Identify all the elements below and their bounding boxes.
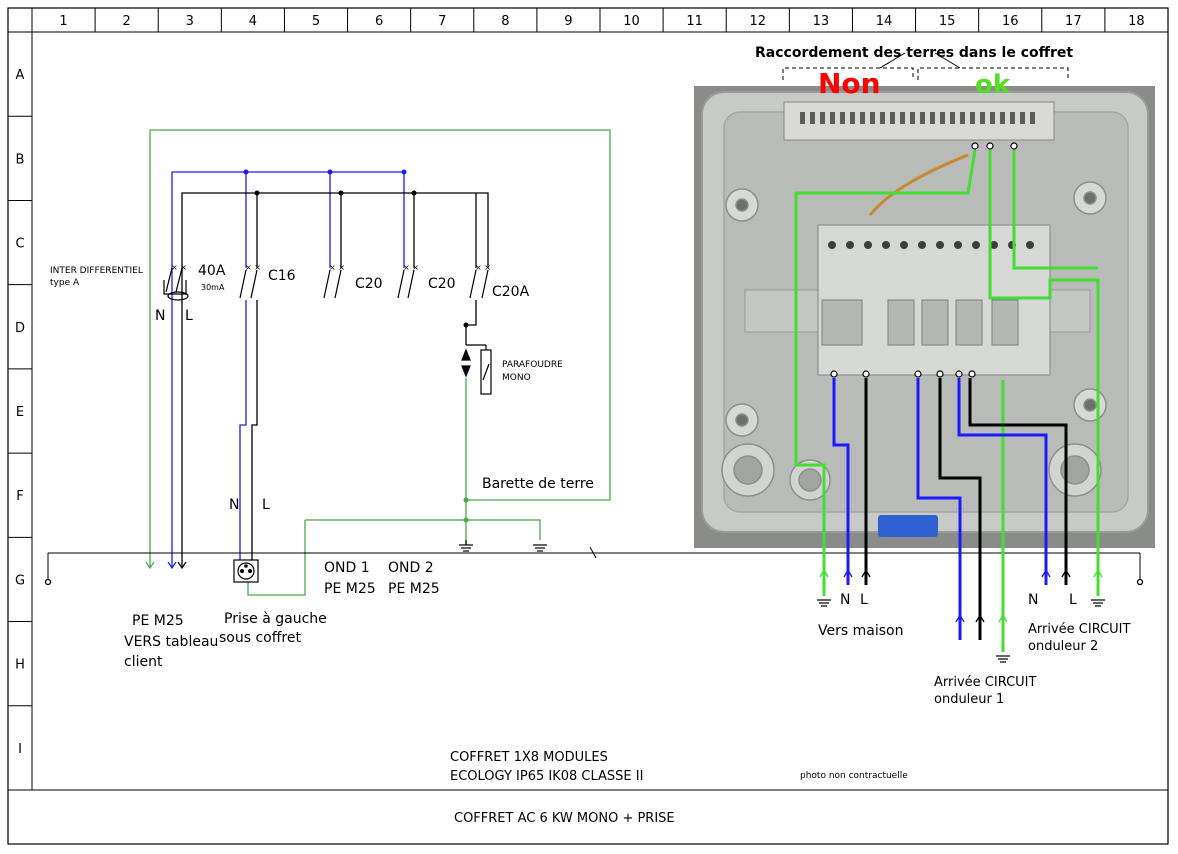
vers-maison-label: Vers maison [818, 623, 903, 639]
column-number: 5 [312, 14, 320, 29]
ond2-label: OND 2 [388, 560, 434, 576]
column-number: 7 [438, 14, 446, 29]
photo-labels: Raccordement des terres dans le coffret … [755, 45, 1131, 781]
footer: COFFRET 1X8 MODULES ECOLOGY IP65 IK08 CL… [450, 750, 675, 826]
cable-glands [721, 443, 1102, 501]
earth-prise-wire [247, 520, 306, 596]
barette-label: Barette de terre [482, 476, 594, 492]
non-label: Non [818, 67, 881, 100]
ond2-pe-label: PE M25 [388, 581, 440, 597]
parafoudre-label-2: MONO [502, 373, 531, 383]
column-number: 11 [686, 14, 703, 29]
photo-wire-arrows [819, 568, 1103, 623]
column-number: 17 [1065, 14, 1082, 29]
column-number: 4 [249, 14, 257, 29]
pe-m25-label: PE M25 [132, 613, 184, 629]
inter-n-label: N [155, 308, 165, 324]
terre-bracket [782, 67, 1069, 80]
sous-coffret-label: sous coffret [219, 630, 301, 646]
schematic-labels: INTER DIFFERENTIEL type A 40A 30mA N L C… [50, 263, 594, 670]
svg-text:× ×: × × [475, 263, 491, 272]
earth-bus-wire [305, 519, 541, 540]
breaker-c20-2: C20 [428, 276, 456, 292]
vers-maison-l: L [860, 592, 868, 608]
rating-40a: 40A [198, 263, 226, 279]
photo-ground-symbols [817, 599, 1105, 663]
vers-tableau-label: VERS tableau [124, 634, 218, 650]
earth-terminal-bar [783, 101, 1055, 141]
prise-socket-icon [233, 559, 259, 583]
earth-loop-wire [149, 129, 611, 567]
column-number: 10 [623, 14, 640, 29]
row-letter: H [15, 658, 25, 673]
column-number: 9 [564, 14, 572, 29]
row-letter: E [16, 405, 24, 420]
rating-30ma: 30mA [201, 283, 225, 292]
bracket-pointers [879, 52, 961, 69]
photo-disclaimer: photo non contractuelle [800, 771, 908, 781]
column-number: 18 [1128, 14, 1145, 29]
column-number: 2 [123, 14, 131, 29]
column-number: 3 [186, 14, 194, 29]
breaker-c16: C16 [268, 268, 296, 284]
svg-text:× ×: × × [403, 263, 419, 272]
footer-line1: COFFRET 1X8 MODULES [450, 750, 608, 765]
svg-text:× ×: × × [329, 263, 345, 272]
ond2-arrivee-label: Arrivée CIRCUIT [1028, 622, 1131, 637]
ond1-onduleur-label: onduleur 1 [934, 692, 1004, 707]
cable-arrows [145, 561, 187, 570]
ond1-arrivee-label: Arrivée CIRCUIT [934, 675, 1037, 690]
vers-maison-n: N [840, 592, 850, 608]
ond2-n: N [1028, 592, 1038, 608]
row-letter: F [16, 489, 23, 504]
row-letter: D [15, 321, 25, 336]
parafoudre-label-1: PARAFOUDRE [502, 360, 563, 370]
breaker-c20-1: C20 [355, 276, 383, 292]
column-number: 15 [939, 14, 956, 29]
ond2-onduleur-label: onduleur 2 [1028, 639, 1098, 654]
prise-l-label: L [262, 497, 270, 513]
neutral-bus [171, 171, 404, 567]
footer-line2: ECOLOGY IP65 IK08 CLASSE II [450, 769, 643, 784]
svg-text:× ×: × × [171, 263, 187, 272]
sheet-border [7, 7, 1169, 845]
svg-text:× ×: × × [245, 263, 261, 272]
inter-diff-label: INTER DIFFERENTIEL [50, 266, 143, 276]
breaker-c20a: C20A [492, 284, 530, 300]
prise-gauche-label: Prise à gauche [224, 611, 327, 627]
row-letter: G [15, 573, 25, 588]
column-number: 14 [876, 14, 893, 29]
column-number: 6 [375, 14, 383, 29]
client-label: client [124, 654, 163, 670]
row-letter: I [18, 742, 22, 757]
phase-bus [181, 192, 489, 567]
column-number: 1 [59, 14, 67, 29]
inter-type-label: type A [50, 278, 80, 288]
column-number: 13 [813, 14, 830, 29]
prise-n-label: N [229, 497, 239, 513]
photo-wiring [794, 149, 1100, 652]
row-letter: A [16, 68, 25, 83]
column-number: 8 [501, 14, 509, 29]
row-header: A B C D E F G H I [8, 68, 32, 757]
ok-label: ok [975, 70, 1011, 100]
row-letter: B [16, 152, 25, 167]
footer-title: COFFRET AC 6 KW MONO + PRISE [454, 811, 675, 826]
ond2-l: L [1069, 592, 1077, 608]
parafoudre-symbol [461, 344, 492, 395]
ond1-pe-label: PE M25 [324, 581, 376, 597]
column-number: 16 [1002, 14, 1019, 29]
enclosure-photo [694, 86, 1155, 652]
ground-symbols [459, 540, 547, 552]
inter-l-label: L [185, 308, 193, 324]
column-number: 12 [750, 14, 767, 29]
ond1-label: OND 1 [324, 560, 370, 576]
breaker-switches: × × × × × × × × × × [163, 263, 491, 301]
raccordement-title: Raccordement des terres dans le coffret [755, 45, 1073, 61]
schematic: × × × × × × × × × × [44, 129, 1144, 596]
row-letter: C [15, 237, 24, 252]
